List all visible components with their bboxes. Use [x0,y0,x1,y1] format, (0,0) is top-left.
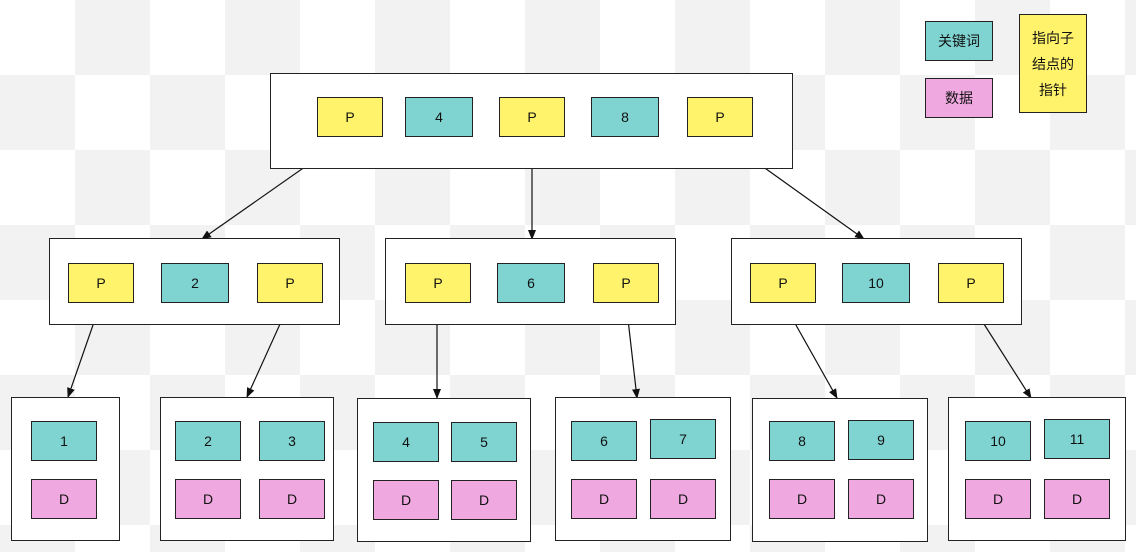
leaf-2-data-1: D [175,479,241,519]
legend-data-label: 数据 [945,90,973,106]
internal-3-keyword: 10 [842,263,910,303]
leaf-6-data-2: D [1044,479,1110,519]
leaf-4-data-2: D [650,479,716,519]
internal-1-keyword: 2 [161,263,229,303]
root-pointer-2: P [499,97,565,137]
internal-1-pointer-2: P [257,263,323,303]
root-pointer-1: P [317,97,383,137]
leaf-3-data-1: D [373,480,439,520]
leaf-3-data-2: D [451,480,517,520]
leaf-5-keyword-2: 9 [848,420,914,460]
leaf-4-keyword-1: 6 [571,421,637,461]
internal-1-pointer-1: P [68,263,134,303]
root-node: P 4 P 8 P [270,73,793,169]
legend-data: 数据 [925,78,993,118]
legend-pointer-label-3: 指针 [1039,81,1067,98]
leaf-6-keyword-2: 11 [1044,419,1110,459]
root-keyword-1: 4 [405,97,473,137]
root-keyword-2: 8 [591,97,659,137]
internal-3-pointer-2: P [938,263,1004,303]
legend-pointer: 指向子 结点的 指针 [1019,14,1087,113]
internal-node-1: P 2 P [49,238,340,325]
legend-pointer-label-1: 指向子 [1032,29,1074,46]
leaf-3-keyword-1: 4 [373,422,439,462]
leaf-2-keyword-2: 3 [259,421,325,461]
leaf-2-keyword-1: 2 [175,421,241,461]
leaf-node-5: 8 9 D D [752,398,928,542]
leaf-1-keyword-1: 1 [31,421,97,461]
leaf-1-data-1: D [31,479,97,519]
internal-2-pointer-1: P [405,263,471,303]
leaf-5-keyword-1: 8 [769,421,835,461]
leaf-node-3: 4 5 D D [357,398,531,542]
leaf-node-1: 1 D [11,397,120,541]
leaf-5-data-2: D [848,479,914,519]
internal-2-pointer-2: P [593,263,659,303]
leaf-2-data-2: D [259,479,325,519]
leaf-5-data-1: D [769,479,835,519]
leaf-3-keyword-2: 5 [451,422,517,462]
legend-keyword-label: 关键词 [938,33,980,49]
leaf-node-4: 6 7 D D [555,397,731,541]
legend-keyword: 关键词 [925,21,993,61]
leaf-node-6: 10 11 D D [948,397,1126,541]
internal-node-3: P 10 P [731,238,1022,325]
leaf-node-2: 2 3 D D [160,397,334,541]
root-pointer-3: P [687,97,753,137]
leaf-6-keyword-1: 10 [965,421,1031,461]
internal-node-2: P 6 P [385,238,676,325]
leaf-4-keyword-2: 7 [650,419,716,459]
leaf-4-data-1: D [571,479,637,519]
leaf-6-data-1: D [965,479,1031,519]
internal-3-pointer-1: P [750,263,816,303]
legend-pointer-label-2: 结点的 [1032,55,1074,72]
internal-2-keyword: 6 [497,263,565,303]
